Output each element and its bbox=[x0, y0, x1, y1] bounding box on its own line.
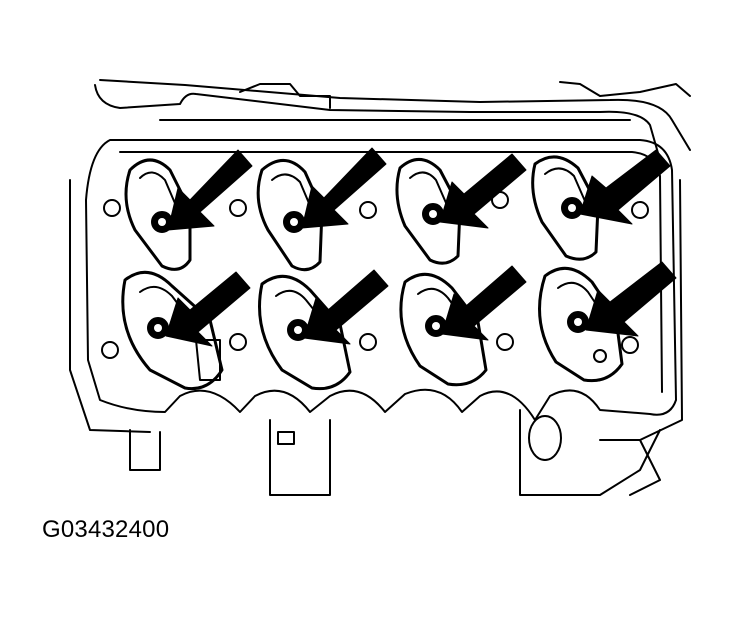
rocker-arm-top-3 bbox=[395, 158, 462, 265]
bolt bbox=[229, 333, 247, 351]
callout-arrow-5 bbox=[165, 271, 251, 347]
rocker-arm-bottom-2 bbox=[258, 274, 352, 391]
callout-arrow-6 bbox=[303, 269, 389, 345]
lower-mid-boss bbox=[277, 431, 295, 445]
bolt bbox=[103, 199, 121, 217]
callout-arrow-4 bbox=[579, 149, 671, 225]
bolt bbox=[229, 199, 247, 217]
top-pipe bbox=[94, 84, 661, 161]
lower-mid-post bbox=[269, 419, 331, 496]
top-bracket bbox=[239, 83, 331, 109]
lower-left-block bbox=[129, 429, 161, 471]
bolt bbox=[359, 201, 377, 219]
rocker-arm-top-1 bbox=[124, 158, 192, 271]
head-outline bbox=[85, 139, 677, 421]
rocker-arm-bottom-3 bbox=[399, 272, 488, 387]
callout-arrow-2 bbox=[301, 147, 387, 229]
bolt bbox=[621, 336, 639, 354]
top-right-bracket bbox=[559, 81, 691, 97]
lower-right-block bbox=[519, 409, 661, 496]
bolt bbox=[631, 201, 649, 219]
top-pipe-outer bbox=[99, 79, 691, 151]
callout-arrow-1 bbox=[167, 149, 253, 231]
callout-arrow-7 bbox=[441, 265, 527, 341]
bolt bbox=[359, 333, 377, 351]
rocker-arm-bottom-1 bbox=[121, 270, 224, 391]
lower-right-housing bbox=[599, 439, 661, 496]
rocker-arm-bottom-4 bbox=[538, 266, 624, 383]
rocker-arm-top-4 bbox=[531, 155, 600, 261]
lower-right-boss bbox=[528, 415, 562, 461]
figure-id-label: G03432400 bbox=[42, 516, 170, 543]
bolt bbox=[101, 341, 119, 359]
left-edge bbox=[69, 179, 151, 433]
callout-arrow-3 bbox=[439, 153, 527, 229]
rocker-arm-top-2 bbox=[256, 159, 324, 272]
right-edge bbox=[639, 179, 683, 441]
callout-arrow-8 bbox=[585, 261, 677, 337]
bolt bbox=[496, 333, 514, 351]
